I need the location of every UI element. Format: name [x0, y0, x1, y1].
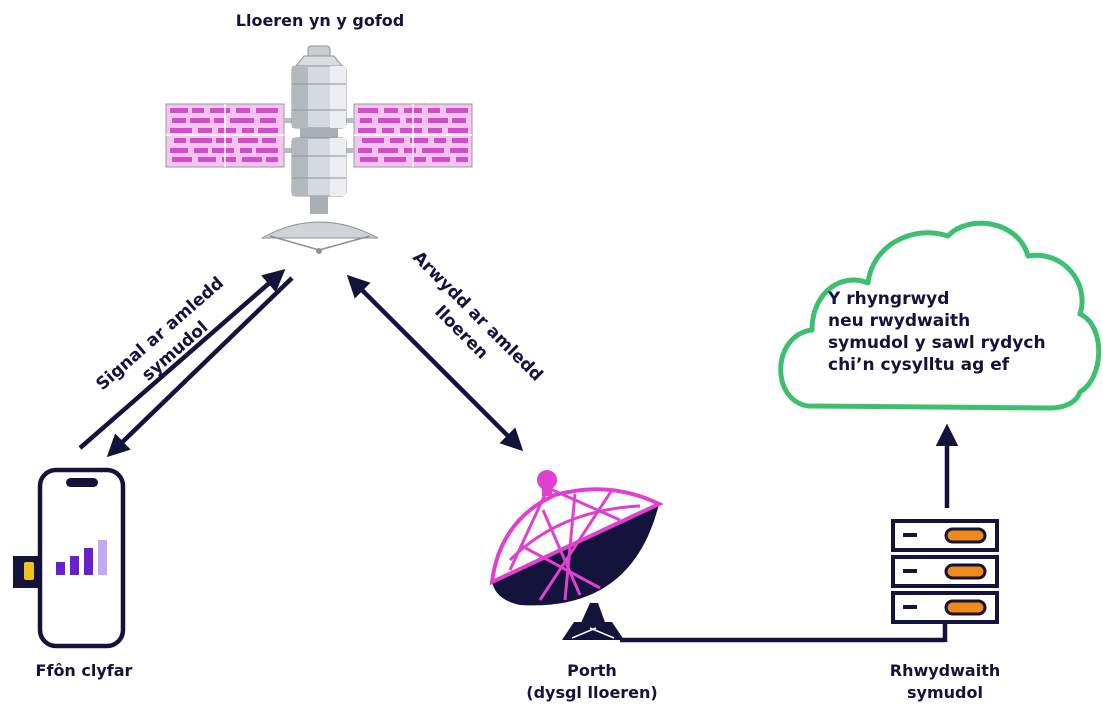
cloud-label: Y rhyngrwyd neu rwydwaith symudol y sawl… [828, 288, 1068, 376]
network-label: Rhwydwaith symudol [870, 660, 1020, 704]
cloud-label-line1: Y rhyngrwyd [828, 289, 950, 309]
gateway-label-line2: (dysgl lloeren) [526, 683, 658, 702]
sim-card-icon [13, 556, 40, 588]
phone-label: Ffôn clyfar [24, 660, 144, 682]
smartphone-icon [37, 467, 126, 649]
phone-label-text: Ffôn clyfar [35, 661, 133, 680]
server-rack-icon [891, 519, 999, 642]
downlink-arrow [106, 276, 294, 458]
satellite-link-arrow [346, 274, 524, 452]
gateway-label-line1: Porth [567, 661, 617, 680]
uplink-arrow [78, 269, 286, 450]
satellite-label-text: Lloeren yn y gofod [235, 11, 405, 30]
cloud-label-line2: neu rwydwaith [828, 311, 971, 331]
cloud-label-line3: symudol y sawl rydych [828, 333, 1046, 353]
cloud-label-line4: chi’n cysylltu ag ef [828, 355, 1010, 375]
cloud-icon [778, 220, 1102, 411]
gateway-label: Porth (dysgl lloeren) [512, 660, 672, 704]
satellite-icon [165, 45, 473, 254]
satellite-dish-icon [489, 470, 664, 640]
network-label-line1: Rhwydwaith [889, 661, 1001, 680]
network-label-line2: symudol [907, 683, 983, 702]
satellite-label: Lloeren yn y gofod [198, 10, 442, 32]
signal-bars-icon [56, 540, 107, 575]
